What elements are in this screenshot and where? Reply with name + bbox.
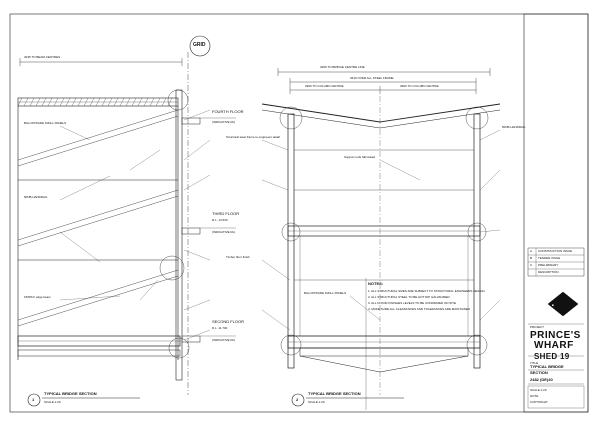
rev-a-desc: CONSTRUCTION ISSUE (538, 249, 573, 253)
dim-top-left: 3245 TO BEAM CENTRES (24, 55, 61, 59)
sheet-border (9, 13, 589, 413)
second-floor-rl: R.L. 11.700 (212, 326, 228, 330)
rev-c-desc: PRELIMINARY (538, 263, 559, 267)
right-section-scale: SCALE 1:20 (308, 400, 325, 404)
left-section-number: 1 (32, 397, 35, 402)
project-line-1: PRINCE'S (530, 330, 581, 341)
right-section-bubble (291, 393, 305, 407)
left-section-scale: SCALE 1:20 (44, 400, 61, 404)
second-floor-label: SECOND FLOOR (212, 319, 245, 324)
note-3: 3. ALL FLOOR FINISHES LEVELS TO BE CONFI… (368, 301, 456, 305)
title-line-2: SECTION (530, 370, 548, 375)
title-line-1: TYPICAL BRIDGE (530, 364, 564, 369)
project-label: PROJECT (530, 325, 545, 329)
drawing-number: 2482 (DE)40 (530, 377, 553, 382)
grid-label: GRID (193, 42, 206, 48)
notes-heading: NOTES: (368, 281, 384, 286)
note-2: 2. ALL STRUCTURAL STEEL TO BE HOT DIP GA… (368, 295, 450, 299)
title-block-copyright: COPYRIGHT (530, 400, 548, 404)
title-block-note: NOTE (530, 394, 539, 398)
annotation-balustrade-right: BALUSTRADE INFILL PANELS (304, 291, 347, 295)
right-bridge-section (261, 68, 501, 395)
annotation-balustrade-left: BALUSTRADE INFILL PANELS (24, 121, 67, 125)
dim-top-right: 3250 TO BRIDGE CENTRE LINE (320, 65, 365, 69)
left-section-bubble (27, 393, 41, 407)
rev-c: C (530, 263, 533, 267)
fourth-floor-label: FOURTH FLOOR (212, 109, 244, 114)
fourth-floor-indicative: (INDICATIVE RL) (212, 120, 236, 124)
title-block (523, 13, 589, 413)
logo-mark: ■ (552, 303, 554, 307)
title-block-scale: SCALE 1:20 (530, 388, 547, 392)
right-section-title: TYPICAL BRIDGE SECTION (308, 391, 361, 396)
left-bridge-section (17, 52, 211, 395)
annotation-edge-beam-left: 150PFC edge beam (24, 295, 51, 299)
dim-col-left: 2900 TO COLUMN CENTRE (305, 84, 344, 88)
project-line-3: SHED 19 (534, 352, 570, 361)
third-floor-indicative: (INDICATIVE RL) (212, 230, 236, 234)
rev-b: B (530, 256, 533, 260)
third-floor-rl: R.L. 14.530 (212, 218, 228, 222)
annotation-floor-finish: Timber floor finish (226, 255, 250, 259)
rev-a: A (530, 249, 533, 253)
grid-bubble (189, 35, 211, 57)
rev-b-desc: TENDER ISSUE (538, 256, 561, 260)
dim-col-right: 2900 TO COLUMN CENTRE (400, 84, 439, 88)
note-1: 1. ALL STRUCTURAL SIZES ARE SUBJECT TO S… (368, 289, 485, 293)
title-label: TITLE (530, 361, 539, 365)
annotation-steel-frame: Structural steel frame to engineers deta… (226, 135, 280, 139)
note-4: 4. MAKE SURE ALL CLEARANCES AND TOLERANC… (368, 307, 471, 311)
dim-mid-right: 3610 OVER ALL STEEL FRAME (350, 76, 394, 80)
left-section-title: TYPICAL BRIDGE SECTION (44, 391, 97, 396)
annotation-handrail-right: 50NB HANDRAIL (502, 125, 526, 129)
annotation-support-rod: Support rods fabricated (344, 155, 376, 159)
second-floor-indicative: (INDICATIVE RL) (212, 338, 236, 342)
firm-logo (547, 291, 579, 317)
rev-header-desc: DESCRIPTION (538, 270, 559, 274)
floor-level-markers (200, 117, 236, 337)
annotation-handrail-left: 50NB HANDRAIL (24, 195, 48, 199)
right-section-number: 2 (296, 397, 299, 402)
project-line-2: WHARF (534, 340, 574, 351)
third-floor-label: THIRD FLOOR (212, 211, 240, 216)
